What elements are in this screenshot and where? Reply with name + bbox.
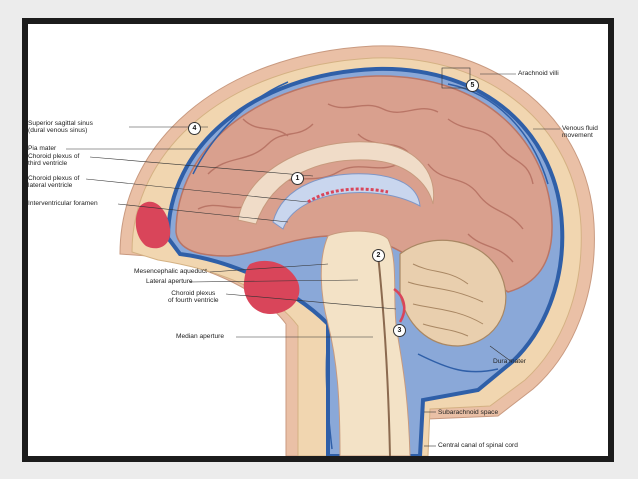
label-lateral-aperture: Lateral aperture [146, 278, 193, 285]
diagram-plate: 1 2 3 4 5 Arachnoid villi Venous fluid m… [28, 24, 608, 456]
corpus-callosum [237, 141, 435, 225]
frontal-sinus [135, 201, 171, 249]
label-subarachnoid-space: Subarachnoid space [438, 409, 499, 416]
label-arachnoid-villi: Arachnoid villi [518, 70, 559, 77]
label-choroid-plexus-third-ventricle: Choroid plexus of third ventricle [28, 153, 80, 168]
label-dura-mater: Dura mater [493, 358, 526, 365]
marker-4: 4 [188, 122, 201, 135]
arachnoid-villi-box [441, 67, 471, 89]
choroid-plexus-fourth-ventricle [393, 287, 406, 323]
brain-illustration [66, 45, 595, 456]
label-choroid-plexus-fourth-ventricle: Choroid plexus of fourth ventricle [168, 290, 219, 305]
label-mesencephalic-aqueduct: Mesencephalic aqueduct [134, 268, 207, 275]
central-canal-line [377, 253, 391, 456]
pointer-lines [66, 73, 560, 447]
lateral-ventricle [272, 173, 421, 230]
label-central-canal-spinal-cord: Central canal of spinal cord [438, 442, 518, 449]
label-superior-sagittal-sinus: Superior sagittal sinus (dural venous si… [28, 120, 93, 135]
image-frame: 1 2 3 4 5 Arachnoid villi Venous fluid m… [22, 18, 614, 462]
marker-1: 1 [291, 172, 304, 185]
label-choroid-plexus-lateral-ventricle: Choroid plexus of lateral ventricle [28, 175, 80, 190]
csf-flow-arrows [192, 81, 549, 450]
label-median-aperture: Median aperture [176, 333, 225, 340]
choroid-plexus-lateral-ventricle [307, 187, 389, 204]
marker-5: 5 [466, 79, 479, 92]
label-interventricular-foramen: Interventricular foramen [28, 200, 98, 207]
cerebellum [399, 239, 507, 347]
marker-2: 2 [372, 249, 385, 262]
sphenoid-sinus [243, 260, 300, 314]
cerebellum-folia [407, 263, 484, 337]
label-pia-mater: Pia mater [28, 145, 57, 152]
label-venous-fluid-movement: Venous fluid movement [562, 125, 598, 140]
marker-3: 3 [393, 324, 406, 337]
